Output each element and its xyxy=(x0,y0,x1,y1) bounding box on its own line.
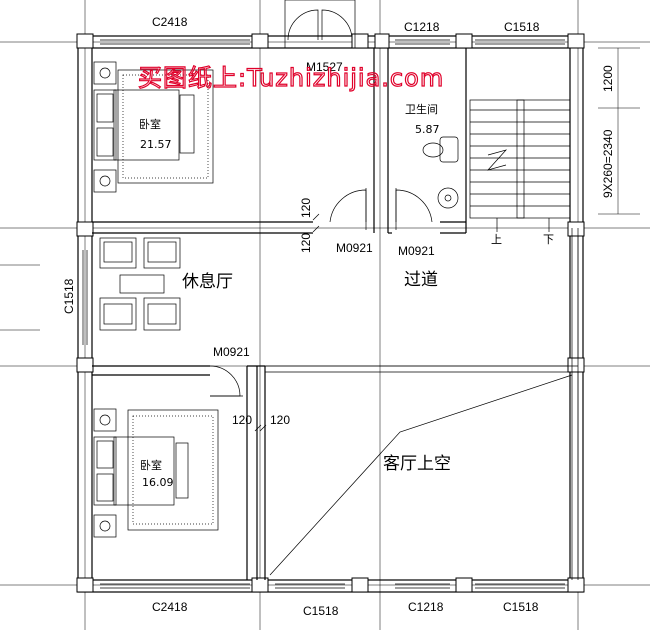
main-door xyxy=(284,0,356,49)
window-label-top-mid: C1218 xyxy=(404,20,440,34)
room-name-bathroom: 卫生间 xyxy=(405,102,438,116)
wall-dim-d: 120 xyxy=(270,413,290,427)
bed-bottom xyxy=(93,408,219,538)
window-label-bottom-left: C2418 xyxy=(152,600,188,614)
wall-dim-b: 120 xyxy=(299,233,313,253)
columns xyxy=(76,33,585,593)
window-label-bottom-right: C1518 xyxy=(503,600,539,614)
stair-dim-run: 9X260=2340 xyxy=(601,129,615,198)
room-area-bedroom-top: 21.57 xyxy=(140,138,172,151)
room-name-corridor: 过道 xyxy=(404,270,438,290)
room-name-bedroom-top: 卧室 xyxy=(139,117,161,131)
corridor-doors xyxy=(209,188,433,397)
bed-top xyxy=(93,61,214,193)
room-name-lounge: 休息厅 xyxy=(182,272,233,292)
room-area-bathroom: 5.87 xyxy=(415,123,440,136)
room-name-living-void: 客厅上空 xyxy=(383,454,451,474)
window-label-bottom-mid2: C1218 xyxy=(408,600,444,614)
room-area-bedroom-bottom: 16.09 xyxy=(142,476,174,489)
staircase xyxy=(469,99,571,232)
lounge-furniture xyxy=(99,237,181,331)
window-label-bottom-mid1: C1518 xyxy=(303,604,339,618)
door-label-lounge: M0921 xyxy=(213,345,250,359)
window-label-top-right: C1518 xyxy=(504,20,540,34)
window-label-top-left: C2418 xyxy=(152,15,188,29)
door-label-corridor-right: M0921 xyxy=(398,244,435,258)
door-label-corridor-left: M0921 xyxy=(336,241,373,255)
stair-up-label: 上 xyxy=(491,233,502,246)
window-label-left: C1518 xyxy=(62,278,76,314)
tick-marks xyxy=(254,213,320,432)
room-name-bedroom-bottom: 卧室 xyxy=(140,458,162,472)
stair-down-label: 下 xyxy=(543,233,554,246)
wall-dim-a: 120 xyxy=(299,198,313,218)
door-label-main: M1527 xyxy=(306,60,343,74)
interior-walls xyxy=(92,48,579,580)
bathroom-fixtures xyxy=(422,136,459,209)
wall-dim-c: 120 xyxy=(232,413,252,427)
stair-dim-top: 1200 xyxy=(601,65,615,92)
watermark: 买图纸上:Tuzhizhijia.com xyxy=(138,64,444,92)
